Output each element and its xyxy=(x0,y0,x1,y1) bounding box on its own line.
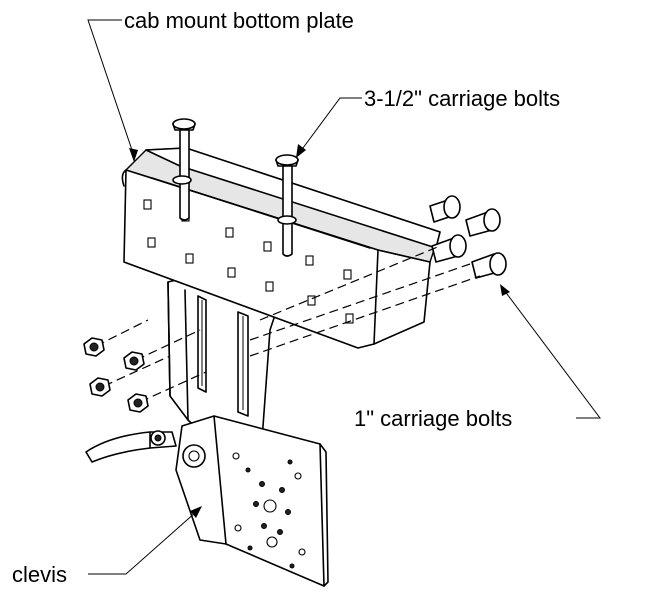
cab-mount-bottom-plate-label: cab mount bottom plate xyxy=(124,8,354,33)
long-carriage-bolt-left xyxy=(172,118,196,221)
clevis-label: clevis xyxy=(12,562,67,587)
short-carriage-bolt-4 xyxy=(471,252,507,279)
hex-nut-2 xyxy=(123,351,145,371)
long-carriage-bolts-label: 3-1/2" carriage bolts xyxy=(364,86,560,111)
short-carriage-bolt-3 xyxy=(431,234,467,263)
hex-nut-3 xyxy=(89,377,111,397)
short-carriage-bolt-1 xyxy=(429,195,461,223)
clevis xyxy=(85,415,329,587)
short-carriage-bolts-label: 1" carriage bolts xyxy=(354,406,512,431)
hex-nut-4 xyxy=(127,393,149,413)
hex-nut-1 xyxy=(83,337,105,357)
long-carriage-bolt-right xyxy=(275,154,299,257)
leader-lines xyxy=(87,19,601,575)
short-carriage-bolt-2 xyxy=(465,208,501,237)
alignment-lines xyxy=(95,245,481,403)
